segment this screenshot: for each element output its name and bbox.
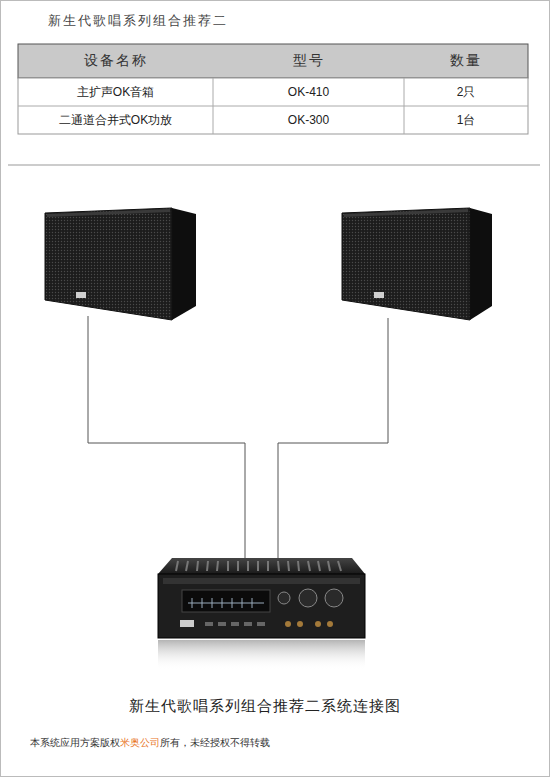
table-cell: 二通道合并式OK功放 bbox=[18, 106, 213, 134]
table-cell: OK-410 bbox=[213, 78, 404, 106]
speaker-wire bbox=[88, 316, 388, 566]
table-header: 型号 bbox=[213, 44, 404, 78]
divider-line bbox=[8, 165, 540, 166]
table-cell: 2只 bbox=[404, 78, 528, 106]
copyright-text: 本系统应用方案版权 bbox=[30, 737, 120, 748]
amplifier-illustration bbox=[158, 558, 365, 670]
diagram-caption: 新生代歌唱系列组合推荐二系统连接图 bbox=[0, 697, 530, 716]
table-header: 设备名称 bbox=[18, 44, 213, 78]
copyright-text: 所有，未经授权不得转载 bbox=[160, 737, 270, 748]
equipment-table bbox=[18, 44, 528, 134]
page-title: 新生代歌唱系列组合推荐二 bbox=[48, 12, 228, 30]
table-cell: OK-300 bbox=[213, 106, 404, 134]
table-cell: 主扩声OK音箱 bbox=[18, 78, 213, 106]
table-header: 数量 bbox=[404, 44, 528, 78]
table-cell: 1台 bbox=[404, 106, 528, 134]
copyright-note: 本系统应用方案版权米奥公司所有，未经授权不得转载 bbox=[30, 736, 270, 750]
speaker-illustration bbox=[45, 208, 196, 320]
company-name: 米奥公司 bbox=[120, 737, 160, 748]
speaker-illustration bbox=[342, 208, 492, 320]
